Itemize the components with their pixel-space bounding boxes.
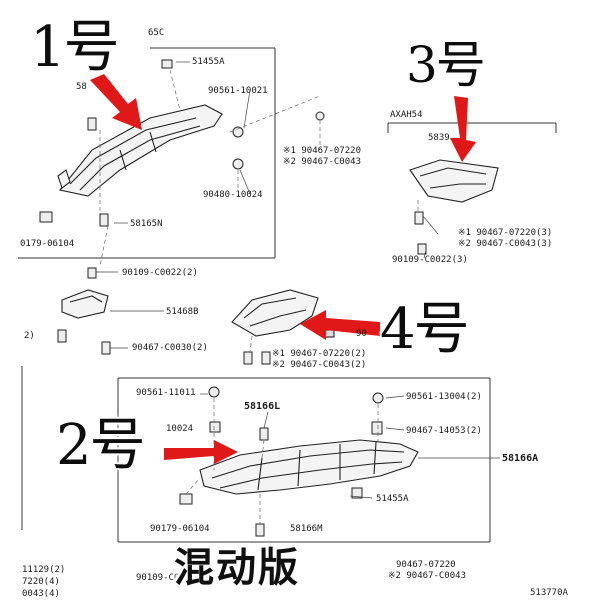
label-90480-10024: 90480-10024 [203,190,263,200]
bottom-frame [21,366,491,543]
label-note2-90467-c0043: ※2 90467-C0043 [283,157,361,167]
label-51455a-top: 51455A [192,57,225,67]
label-10024: 10024 [166,424,194,434]
label-90467-07220-bottom: 90467-07220 [396,560,456,570]
small-plate-51468b [61,289,109,319]
label-5839: 5839 [428,133,450,143]
label-note1-90467-07220: ※1 90467-07220 [283,146,361,156]
red-arrow-1 [90,74,142,130]
label-90109-c0022-3: 90109-C0022(3) [392,255,468,265]
label-0043-4: 0043(4) [22,589,60,599]
label-note2-90467-c0043-bottom: ※2 90467-C0043 [388,571,466,581]
label-11129-2: 11129(2) [22,565,66,575]
label-2-left: 2) [24,331,35,341]
diagram-code: 513770A [530,588,568,598]
label-90109-c0022-bottom: 90109-C0022(2) [136,573,212,583]
label-90467-c0030-2: 90467-C0030(2) [132,343,208,353]
upper-left-frame [18,47,276,259]
label-90-mid: 90 [356,329,367,339]
hybrid-version-banner: 混动版 [174,545,300,591]
label-note1-90467-07220-3: ※1 90467-07220(3) [458,228,553,238]
undercover-part-2 [199,439,419,495]
label-note2-90467-c0043-3: ※2 90467-C0043(3) [458,239,553,249]
undercover-part-3 [409,159,499,203]
fasteners [39,59,427,537]
label-note2-90467-c0043-2: ※2 90467-C0043(2) [272,360,367,370]
leader-lines [96,61,500,499]
callout-no1: 1号 [30,15,120,80]
label-58166l: 58166L [244,401,281,412]
label-90561-10021: 90561-10021 [208,86,268,96]
callout-no2: 2号 [56,413,146,478]
label-58165n: 58165N [130,219,163,229]
label-58166m: 58166M [290,524,323,534]
undercover-part-1 [57,104,223,197]
red-arrow-4 [300,310,380,340]
label-90179-06104: 90179-06104 [150,524,210,534]
label-section-top: 65C [148,28,165,38]
label-90109-c0022-2: 90109-C0022(2) [122,268,198,278]
label-7220-4: 7220(4) [22,577,60,587]
undercover-part-4 [231,289,335,338]
label-note1-90467-07220-2: ※1 90467-07220(2) [272,349,367,359]
red-arrow-2 [164,440,238,464]
label-51468b: 51468B [166,307,199,317]
callout-no3: 3号 [406,36,486,94]
label-58-top: 58 [76,82,87,92]
label-90561-13004-2: 90561-13004(2) [406,392,482,402]
label-axah54: AXAH54 [390,110,423,120]
callout-no4: 4号 [380,297,470,362]
red-arrow-3 [450,96,476,162]
label-90561-11011: 90561-11011 [136,388,196,398]
label-90467-14053-2: 90467-14053(2) [406,426,482,436]
label-58166a: 58166A [502,453,539,464]
label-51455a-bottom: 51455A [376,494,409,504]
axah54-bracket [387,122,557,133]
label-0179-06104: 0179-06104 [20,239,75,249]
